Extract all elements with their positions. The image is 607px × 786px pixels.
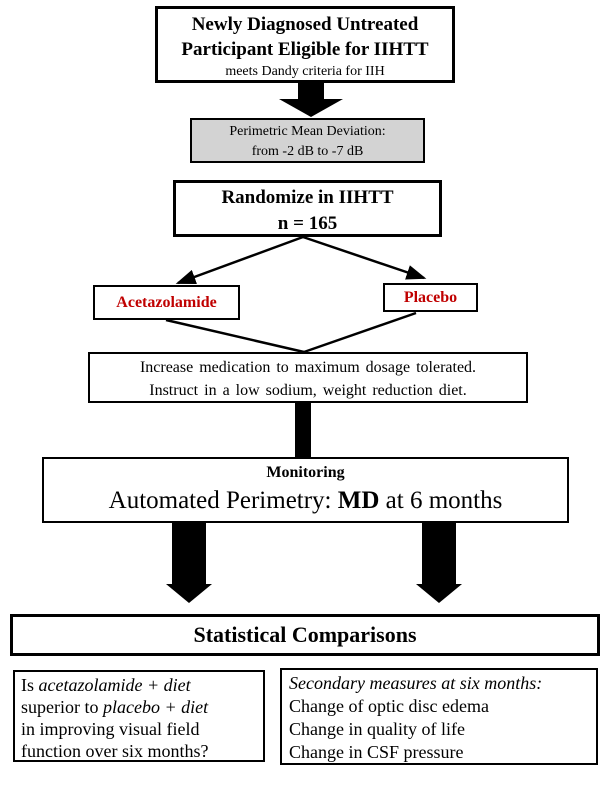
arrow-shaft: [298, 83, 324, 99]
randomize-box: Randomize in IIHTT n = 165: [173, 180, 442, 237]
primary-question-line3: in improving visual field: [21, 719, 200, 739]
eligibility-subtitle: meets Dandy criteria for IIH: [225, 64, 385, 79]
monitoring-title: Monitoring: [266, 464, 345, 481]
perimetric-line1: Perimetric Mean Deviation:: [229, 124, 386, 139]
secondary-measure-item: Change in CSF pressure: [289, 742, 464, 762]
vertical-connector: [295, 402, 311, 458]
randomize-line1: Randomize in IIHTT: [221, 187, 394, 208]
merge-line-from-placebo: [303, 311, 417, 354]
merge-line-from-acetazolamide: [165, 318, 305, 354]
arrow-head: [166, 584, 212, 603]
monitoring-box: Monitoring Automated Perimetry: MD at 6 …: [42, 457, 569, 523]
arrow-shaft: [422, 523, 456, 584]
randomize-n: n = 165: [277, 213, 338, 234]
down-arrow-left-icon: [166, 523, 212, 603]
monitoring-md-emphasis: MD: [337, 487, 380, 514]
primary-question-line1: Is acetazolamide + diet: [21, 674, 259, 696]
eligibility-title-line1: Newly Diagnosed Untreated: [191, 14, 419, 35]
question-text: Is: [21, 675, 39, 695]
question-text-italic: placebo + diet: [102, 697, 209, 717]
perimetric-criteria-box: Perimetric Mean Deviation: from -2 dB to…: [190, 118, 425, 163]
secondary-measure-item: Change of optic disc edema: [289, 696, 489, 716]
eligibility-title-line2: Participant Eligible for IIHTT: [181, 39, 429, 60]
statistical-comparisons-title: Statistical Comparisons: [193, 622, 417, 647]
down-arrow-right-icon: [416, 523, 462, 603]
branch-line-to-placebo: [302, 235, 427, 280]
arrow-head: [279, 99, 343, 117]
eligibility-box: Newly Diagnosed Untreated Participant El…: [155, 6, 455, 83]
question-text: superior to: [21, 697, 103, 717]
primary-question-line4: function over six months?: [21, 741, 209, 761]
placebo-arm-box: Placebo: [383, 283, 478, 312]
branch-line-to-acetazolamide: [175, 235, 304, 285]
monitoring-suffix: at 6 months: [379, 487, 503, 514]
monitoring-measure-line: Automated Perimetry: MD at 6 months: [44, 484, 567, 518]
primary-question-line2: superior to placebo + diet: [21, 696, 259, 718]
regimen-line1: Increase medication to maximum dosage to…: [139, 359, 477, 376]
statistical-comparisons-box: Statistical Comparisons: [10, 614, 600, 656]
arrow-head: [416, 584, 462, 603]
acetazolamide-label: Acetazolamide: [116, 294, 217, 311]
regimen-line2: Instruct in a low sodium, weight reducti…: [149, 382, 467, 399]
down-arrow-icon: [279, 83, 343, 117]
regimen-box: Increase medication to maximum dosage to…: [88, 352, 528, 403]
secondary-measure-item: Change in quality of life: [289, 719, 465, 739]
secondary-measures-box: Secondary measures at six months: Change…: [280, 668, 598, 765]
acetazolamide-arm-box: Acetazolamide: [93, 285, 240, 320]
monitoring-prefix: Automated Perimetry:: [108, 487, 338, 514]
question-text-italic: acetazolamide + diet: [38, 675, 191, 695]
arrow-shaft: [172, 523, 206, 584]
perimetric-line2: from -2 dB to -7 dB: [251, 144, 364, 159]
placebo-label: Placebo: [403, 289, 458, 306]
primary-question-box: Is acetazolamide + diet superior to plac…: [13, 670, 265, 762]
secondary-measures-title: Secondary measures at six months:: [289, 673, 543, 693]
